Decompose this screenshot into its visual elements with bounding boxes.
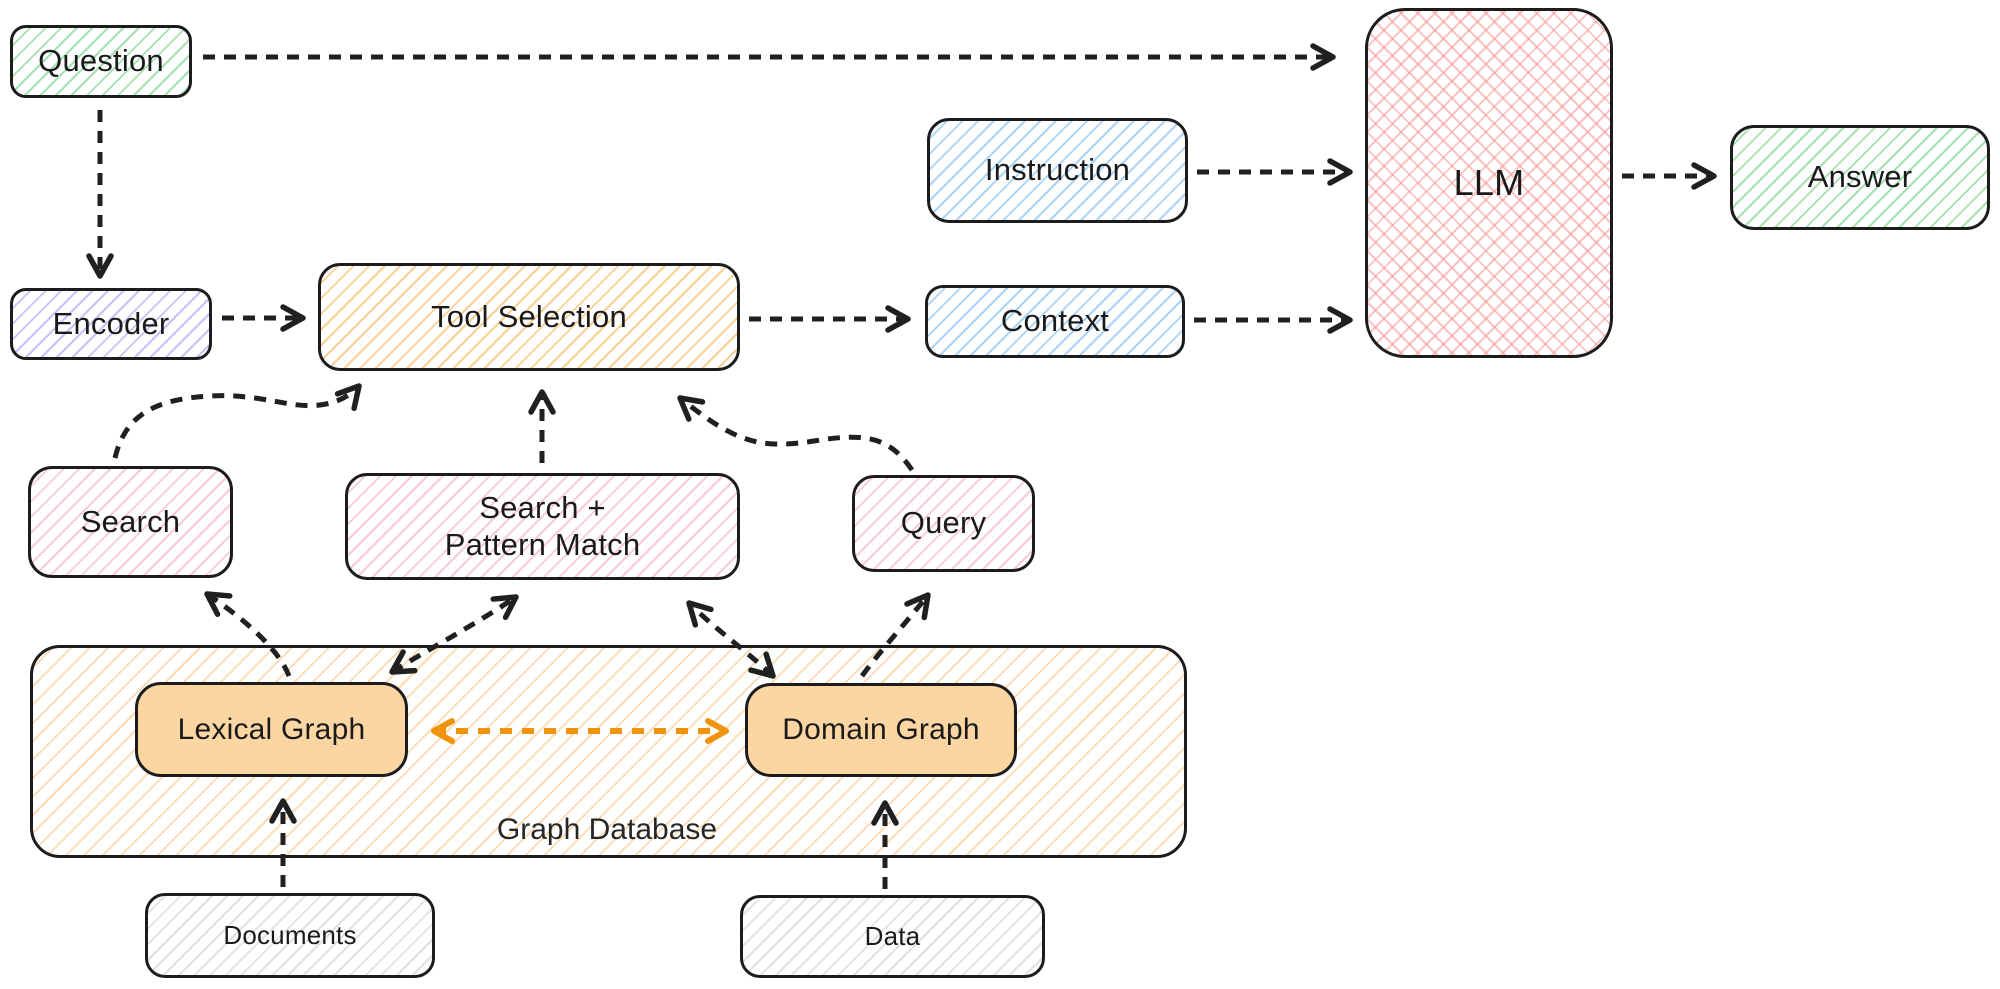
node-search: Search — [28, 466, 233, 578]
query-label: Query — [900, 505, 987, 541]
node-tool-selection: Tool Selection — [318, 263, 740, 371]
node-llm: LLM — [1365, 8, 1613, 358]
graph-database-label: Graph Database — [496, 813, 718, 846]
domain-graph-label: Domain Graph — [782, 713, 980, 747]
llm-label: LLM — [1453, 161, 1525, 203]
search-pattern-match-line1: Search + — [479, 489, 606, 525]
search-label: Search — [80, 503, 181, 539]
edge-search-to-tool-selection — [112, 383, 362, 459]
data-label: Data — [864, 921, 921, 952]
node-data: Data — [740, 895, 1045, 978]
node-lexical-graph: Lexical Graph — [135, 682, 408, 777]
answer-label: Answer — [1807, 159, 1913, 195]
search-pattern-match-line2: Pattern Match — [444, 526, 641, 562]
context-label: Context — [1000, 303, 1110, 339]
edge-query-to-tool-selection — [677, 395, 915, 472]
instruction-label: Instruction — [984, 152, 1131, 188]
node-question: Question — [10, 25, 192, 98]
lexical-graph-label: Lexical Graph — [177, 712, 366, 746]
node-context: Context — [925, 285, 1185, 358]
node-search-pattern-match: Search + Pattern Match — [345, 473, 740, 580]
documents-label: Documents — [223, 920, 357, 951]
node-domain-graph: Domain Graph — [745, 683, 1017, 777]
node-query: Query — [852, 475, 1035, 572]
node-instruction: Instruction — [927, 118, 1188, 223]
node-encoder: Encoder — [10, 288, 212, 360]
question-label: Question — [38, 43, 164, 79]
node-answer: Answer — [1730, 125, 1990, 230]
encoder-label: Encoder — [52, 305, 170, 341]
node-documents: Documents — [145, 893, 435, 978]
tool-selection-label: Tool Selection — [431, 298, 627, 334]
